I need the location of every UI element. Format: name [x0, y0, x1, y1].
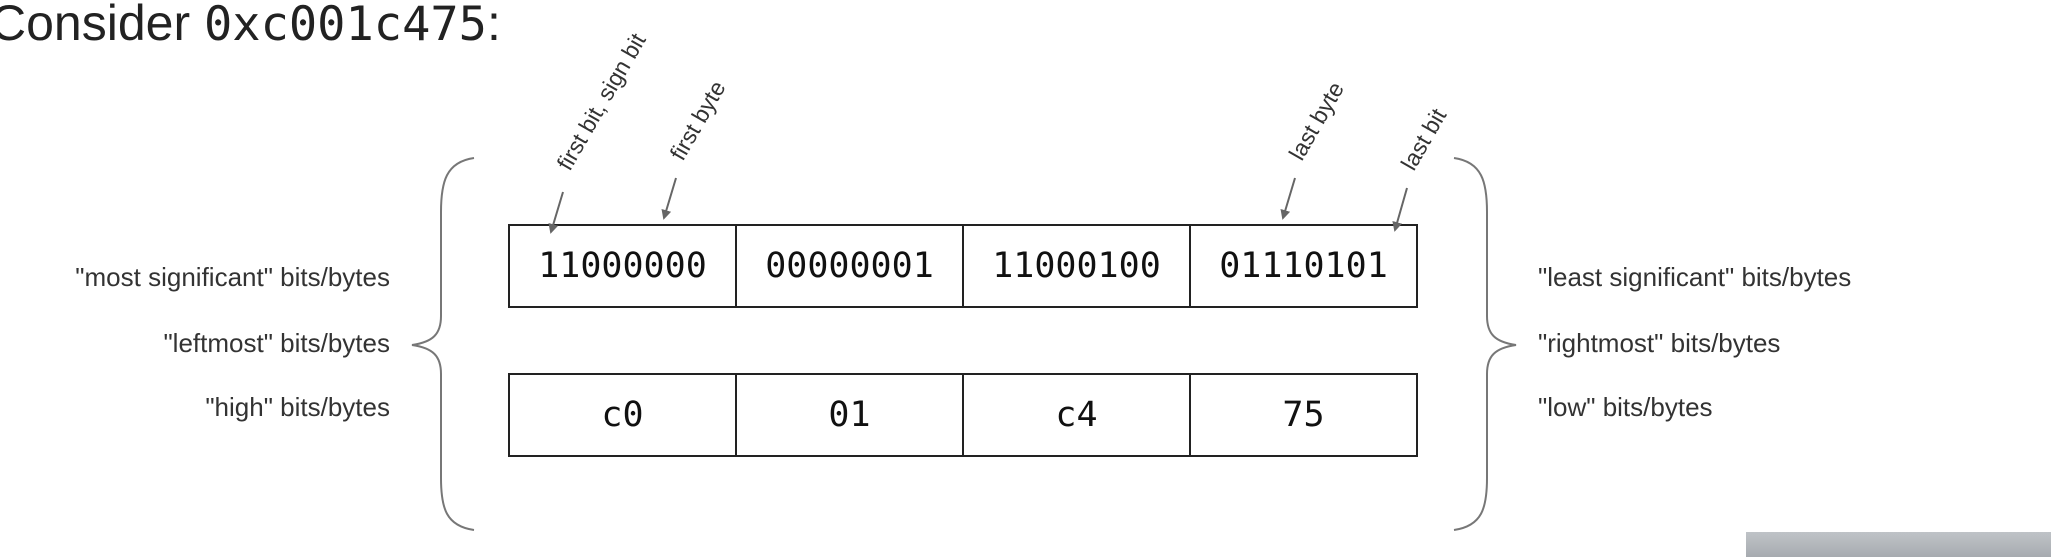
label-low: "low" bits/bytes — [1538, 392, 1713, 422]
heading-code: 0xc001c475 — [204, 0, 487, 52]
hex-cell-1: c0 — [510, 375, 737, 455]
heading-suffix: : — [486, 0, 501, 51]
hex-cell-4: 75 — [1282, 395, 1325, 435]
heading-prefix: Consider — [0, 0, 204, 51]
slide-heading: Consider 0xc001c475: — [0, 0, 501, 52]
label-high: "high" bits/bytes — [205, 392, 390, 422]
right-brace — [1453, 157, 1517, 531]
label-rightmost: "rightmost" bits/bytes — [1538, 328, 1781, 358]
arrow-first-bit — [548, 191, 564, 234]
hex-bytes-row: c0 01 c4 75 — [508, 373, 1418, 457]
hex-cell-3: c4 — [964, 375, 1191, 455]
binary-bytes-row: 11000000 00000001 11000100 01110101 — [508, 224, 1418, 308]
bits-cell-4: 01110101 — [1219, 246, 1388, 286]
label-least-significant: "least significant" bits/bytes — [1538, 262, 1852, 292]
label-leftmost: "leftmost" bits/bytes — [163, 328, 390, 358]
bits-cell-3: 11000100 — [964, 226, 1191, 306]
left-brace — [411, 157, 475, 531]
arrow-first-byte — [661, 177, 677, 220]
bits-cell-1: 11000000 — [510, 226, 737, 306]
video-overlay-corner — [1746, 532, 2051, 557]
arrow-last-bit — [1392, 187, 1408, 232]
hex-cell-2: 01 — [737, 375, 964, 455]
bits-cell-2: 00000001 — [737, 226, 964, 306]
label-most-significant: "most significant" bits/bytes — [75, 262, 390, 292]
arrow-last-byte — [1280, 177, 1296, 220]
